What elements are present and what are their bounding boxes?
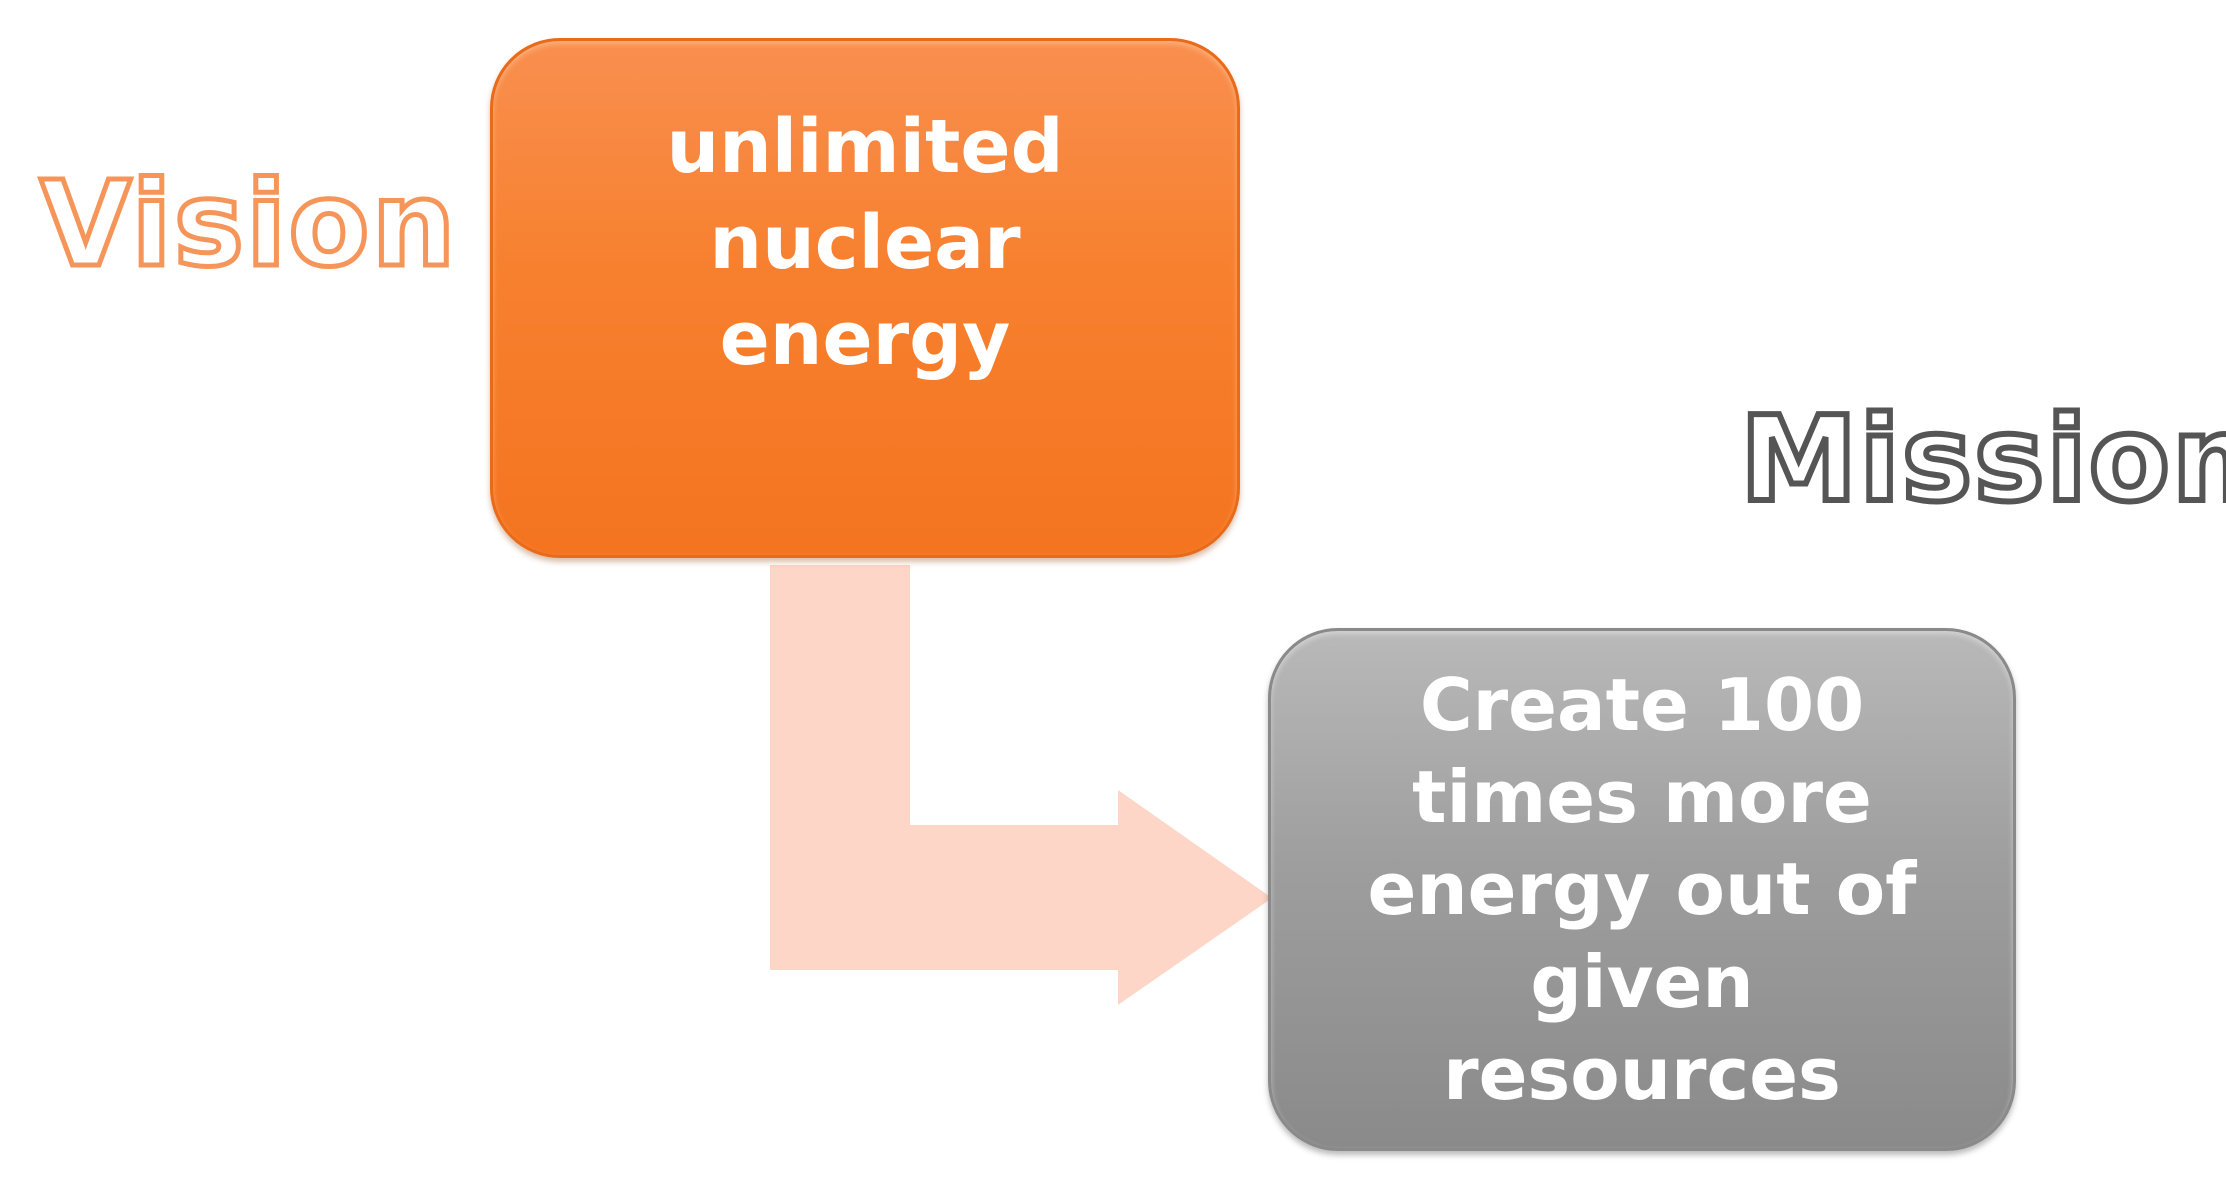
mission-label: Mission (1737, 390, 2226, 528)
vision-label: Vision (37, 155, 458, 293)
mission-box: Create 100 times more energy out of give… (1268, 628, 2016, 1151)
vision-box-text: unlimited nuclear energy (666, 103, 1064, 383)
mission-box-text: Create 100 times more energy out of give… (1367, 663, 1917, 1116)
vision-box: unlimited nuclear energy (490, 38, 1240, 558)
